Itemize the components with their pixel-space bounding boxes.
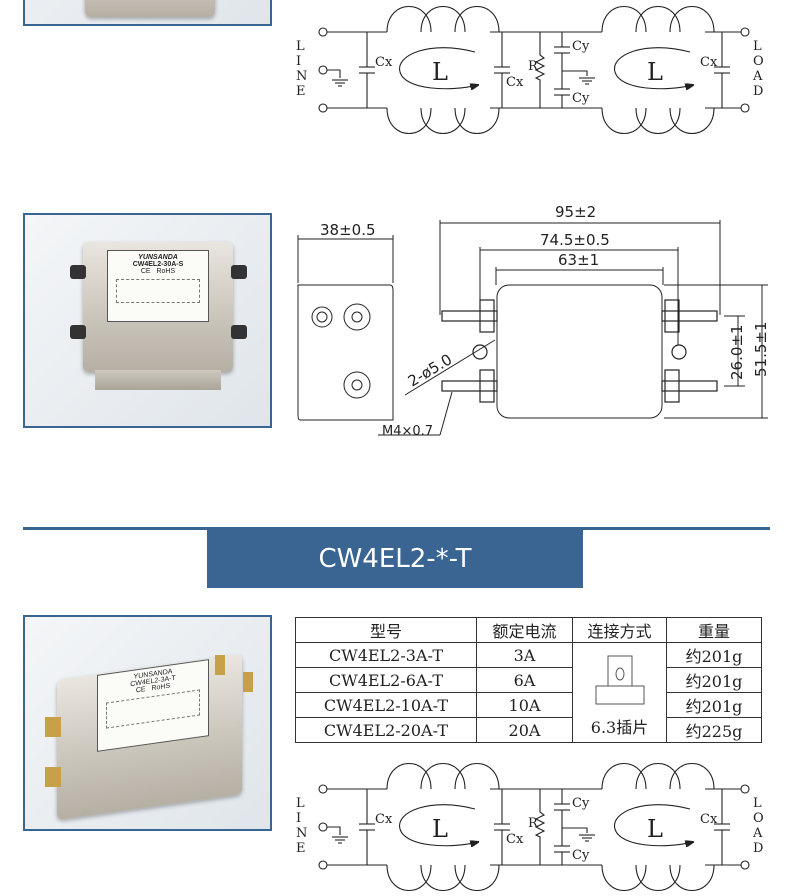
line-letter: I [296,811,301,826]
dim-mount: 74.5±0.5 [540,231,610,249]
tab-terminal-icon [595,655,644,705]
cell-weight: 约201g [666,642,762,668]
inductor-label: L [647,58,663,86]
header-model: 型号 [295,617,477,643]
dim-body: 63±1 [558,251,599,269]
load-letter: L [753,39,762,54]
r-label: R [528,59,539,74]
cx-label: Cx [375,55,393,70]
cell-weight: 约201g [666,692,762,718]
dim-thread: M4×0.7 [382,424,433,439]
line-letter: N [296,69,307,84]
cell-connection: 6.3插片 [572,642,667,743]
cell-model: CW4EL2-10A-T [295,692,477,718]
cell-weight: 约201g [666,667,762,693]
section-divider [23,527,770,530]
line-letter: N [296,826,307,841]
ce-mark: CE [140,268,151,275]
cx-label: Cx [700,55,718,70]
dim-overall: 95±2 [555,203,596,221]
dimension-drawing: 38±0.5 95±2 74.5±0.5 63±1 26.0±1 51.5±1 … [297,203,770,439]
product-photo-s: YUNSANDA CW4EL2-30A-S CE RoHS [23,213,272,428]
connection-label: 6.3插片 [590,718,649,737]
section-banner: CW4EL2-*-T [207,530,583,588]
table-row: CW4EL2-10A-T 10A 约201g [295,692,762,718]
cy-label: Cy [572,91,590,106]
table-row: CW4EL2-3A-T 3A 6.3插片 约201g [295,642,762,743]
cell-weight: 约225g [666,717,762,743]
cell-current: 10A [476,692,573,718]
rohs-mark: RoHS [151,682,171,693]
cy-label: Cy [572,796,590,811]
cell-current: 6A [476,667,573,693]
spec-table: 型号 额定电流 连接方式 重量 CW4EL2-3A-T 3A 6.3插片 约20… [295,617,762,743]
header-current: 额定电流 [476,617,573,643]
header-connection: 连接方式 [572,617,667,643]
cx-label: Cx [375,812,393,827]
cy-label: Cy [572,39,590,54]
model-label: CW4EL2-30A-S [132,261,184,268]
dim-pitch: 26.0±1 [728,324,746,380]
brand-label: YUNSANDA [138,254,178,261]
table-header-row: 型号 额定电流 连接方式 重量 [295,617,762,643]
line-letter: L [296,796,305,811]
table-row: CW4EL2-6A-T 6A 约201g [295,667,762,693]
cx-label: Cx [506,75,524,90]
cy-label: Cy [572,848,590,863]
line-letter: L [296,39,305,54]
cell-model: CW4EL2-20A-T [295,717,477,743]
side-view [297,284,394,421]
r-label: R [528,816,539,831]
cell-current: 3A [476,642,573,668]
load-letter: A [752,69,763,84]
dim-side-width: 38±0.5 [320,221,376,239]
load-letter: D [753,84,763,99]
line-letter: I [296,54,301,69]
inductor-label: L [432,58,448,86]
load-letter: A [752,826,763,841]
dim-hole: 2-ø5.0 [405,350,455,390]
inductor-label: L [432,815,448,843]
cell-model: CW4EL2-6A-T [295,667,477,693]
front-view [496,284,663,419]
line-letter: E [296,84,306,99]
line-letter: E [296,841,306,856]
load-letter: L [753,796,762,811]
table-row: CW4EL2-20A-T 20A 约225g [295,717,762,743]
load-letter: O [753,811,764,826]
dim-height: 51.5±1 [752,321,770,377]
load-letter: D [753,841,763,856]
load-letter: O [753,54,764,69]
cx-label: Cx [700,812,718,827]
cell-model: CW4EL2-3A-T [295,642,477,668]
cx-label: Cx [506,832,524,847]
product-photo-top [23,0,272,26]
rohs-mark: RoHS [156,268,176,275]
inductor-label: L [647,815,663,843]
cell-current: 20A [476,717,573,743]
header-weight: 重量 [666,617,762,643]
product-photo-t: YUNSANDA CW4EL2-3A-T CE RoHS [23,615,272,831]
ce-mark: CE [135,686,146,695]
